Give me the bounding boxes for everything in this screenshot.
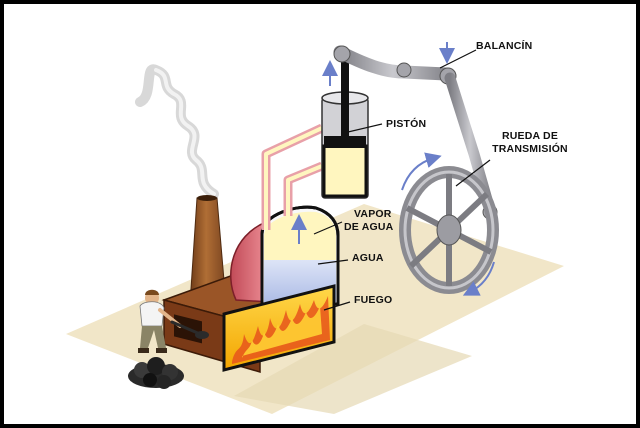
rotation-arrow-top: [401, 152, 442, 191]
label-rueda-line2: TRANSMISIÓN: [492, 143, 568, 155]
chimney-top: [197, 195, 217, 201]
steam-pipe-outer-core: [264, 126, 323, 230]
label-fuego: FUEGO: [354, 294, 393, 306]
label-rueda-line1: RUEDA DE: [501, 130, 559, 142]
beam-pivot-left: [333, 45, 351, 63]
diagram-frame: BALANCÍN PISTÓN RUEDA DE TRANSMISIÓN VAP…: [4, 4, 636, 424]
label-agua: AGUA: [352, 252, 384, 264]
beam: [333, 45, 453, 81]
smoke-highlight: [154, 68, 216, 196]
label-balancin: BALANCÍN: [476, 40, 533, 52]
label-vapor: VAPOR DE AGUA: [344, 208, 393, 234]
coal-pile-icon: [128, 357, 184, 389]
label-vapor-line2: DE AGUA: [344, 221, 394, 233]
flames-inner: [242, 306, 322, 358]
label-vapor-line1: VAPOR: [354, 208, 392, 220]
flywheel-hub: [436, 214, 462, 246]
cylinder-chamber: [322, 144, 368, 198]
steam-engine-diagram: [66, 42, 564, 414]
leader-lines: [313, 49, 491, 311]
beam-pivot-center: [396, 62, 412, 78]
piston-rod: [341, 56, 349, 138]
worker-icon: [138, 289, 209, 353]
rotation-arrow-bottom: [462, 261, 495, 296]
label-piston: PISTÓN: [386, 118, 427, 130]
label-rueda: RUEDA DE TRANSMISIÓN: [482, 130, 578, 156]
steam-pipe-inner-core: [286, 164, 323, 216]
flywheel-rim-highlight: [403, 170, 495, 290]
piston-head: [324, 136, 366, 148]
ground-shadow: [234, 324, 472, 414]
